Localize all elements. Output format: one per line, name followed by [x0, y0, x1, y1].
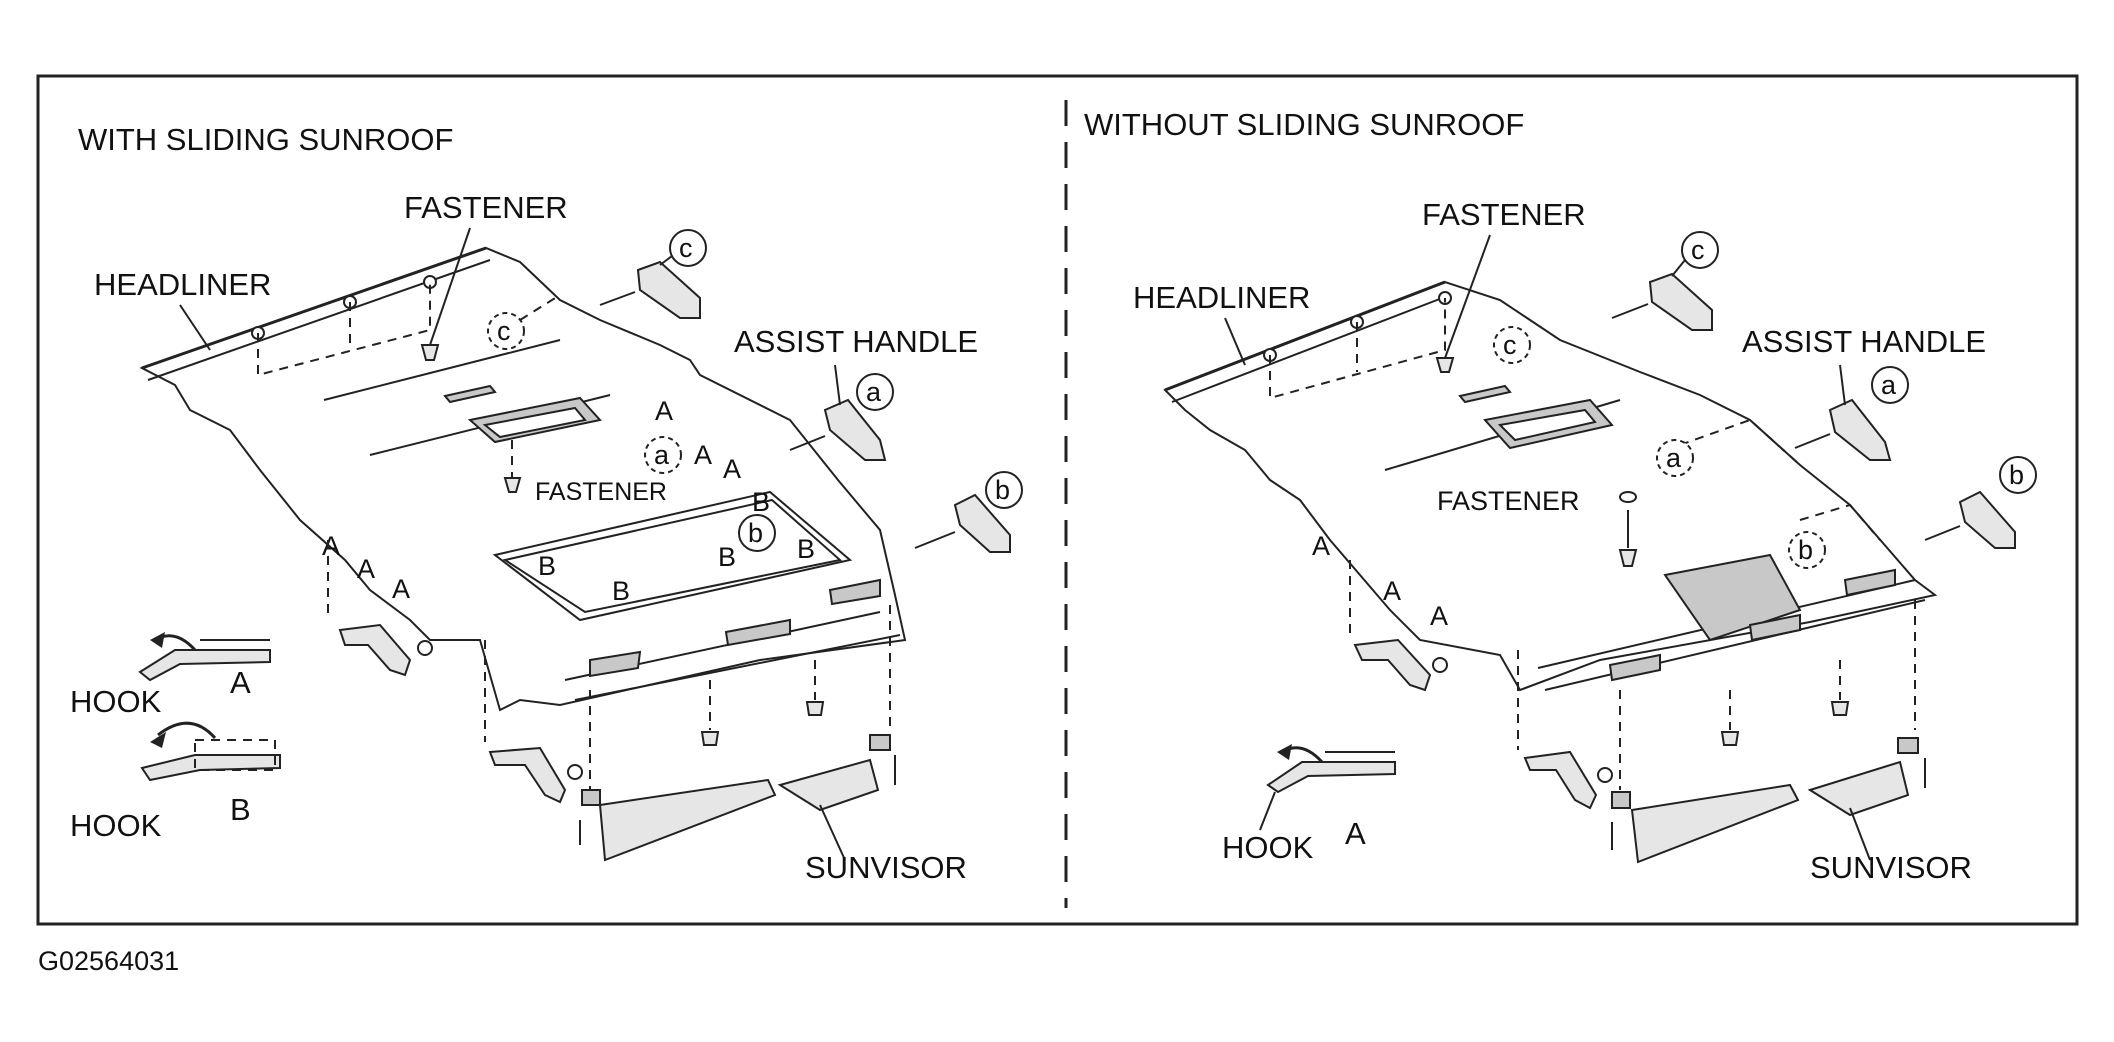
right-bracket-c: c [1611, 231, 1719, 331]
right-hook-a-label: HOOK [1222, 830, 1314, 865]
left-callout-c-body: c [497, 316, 511, 346]
left-hook-detail-b: HOOK B [70, 721, 281, 843]
left-clip-b-4: B [752, 487, 770, 517]
left-callout-a: a [866, 377, 882, 407]
left-clip-b-1: B [538, 551, 556, 581]
right-fastener-top-label: FASTENER [1422, 197, 1586, 232]
left-fastener-top-label: FASTENER [404, 190, 568, 225]
left-callout-c: c [679, 233, 693, 263]
right-callout-c: c [1691, 235, 1705, 265]
right-panel-title: WITHOUT SLIDING SUNROOF [1084, 107, 1524, 142]
right-callout-a: a [1881, 370, 1897, 400]
right-bracket-b: b [1924, 456, 2037, 549]
right-clip-a-3: A [1430, 601, 1448, 631]
left-bracket-b: b [914, 471, 1023, 553]
left-detail-b-label: B [230, 792, 251, 827]
diagram-frame [36, 74, 2079, 926]
right-callout-b: b [2009, 460, 2024, 490]
right-sunvisor-right [1807, 737, 1926, 861]
left-panel: WITH SLIDING SUNROOF [70, 122, 1023, 885]
right-clip-a-2: A [1383, 576, 1401, 606]
figure-code: G02564031 [38, 946, 179, 976]
left-clip-a-1: A [655, 396, 673, 426]
left-headliner-shape [139, 246, 907, 712]
right-sunvisor-label: SUNVISOR [1810, 850, 1972, 885]
right-sunvisor-left [1611, 783, 1800, 864]
left-clip-a-6: A [392, 574, 410, 604]
left-clip-b-5: B [797, 534, 815, 564]
left-fastener-mid-label: FASTENER [535, 478, 667, 506]
right-assist-handle-label: ASSIST HANDLE [1742, 324, 1986, 359]
left-hook-detail-a: HOOK A [70, 632, 271, 719]
left-hook-b-label: HOOK [70, 808, 162, 843]
right-headliner-shape [1163, 280, 1938, 692]
left-headliner-label: HEADLINER [94, 267, 271, 302]
right-callout-b-body: b [1798, 535, 1813, 565]
left-callout-b-body: b [748, 518, 763, 548]
right-headliner-label: HEADLINER [1133, 280, 1310, 315]
right-bracket-a: a [1794, 364, 1909, 461]
left-fastener-mid: FASTENER [503, 440, 667, 506]
right-fastener-mid-label: FASTENER [1437, 486, 1580, 516]
left-hook-a-label: HOOK [70, 684, 162, 719]
right-hook-detail-a: HOOK A [1222, 744, 1396, 865]
left-assist-handle-label: ASSIST HANDLE [734, 324, 978, 359]
left-sunvisor-right [777, 734, 896, 861]
left-clip-a-4: A [322, 531, 340, 561]
left-clip-b-3: B [718, 542, 736, 572]
left-clip-a-3: A [723, 454, 741, 484]
left-clip-a-2: A [694, 440, 712, 470]
left-sunvisor-left [579, 778, 777, 862]
left-bracket-c: c [599, 229, 707, 319]
left-callout-a-body: a [654, 440, 670, 470]
left-clip-a-5: A [357, 554, 375, 584]
right-callout-c-body: c [1503, 330, 1517, 360]
left-bracket-a: a [789, 364, 894, 461]
right-callout-a-body: a [1666, 443, 1682, 473]
left-detail-a-label: A [230, 665, 251, 700]
left-callout-b: b [995, 475, 1010, 505]
left-sunvisor-label: SUNVISOR [805, 850, 967, 885]
left-panel-title: WITH SLIDING SUNROOF [78, 122, 453, 157]
right-detail-a-label: A [1345, 816, 1366, 851]
right-fastener-mid: FASTENER [1437, 486, 1638, 567]
right-panel: WITHOUT SLIDING SUNROOF [1084, 107, 2037, 885]
right-clip-a-1: A [1312, 531, 1330, 561]
left-clip-b-2: B [612, 576, 630, 606]
